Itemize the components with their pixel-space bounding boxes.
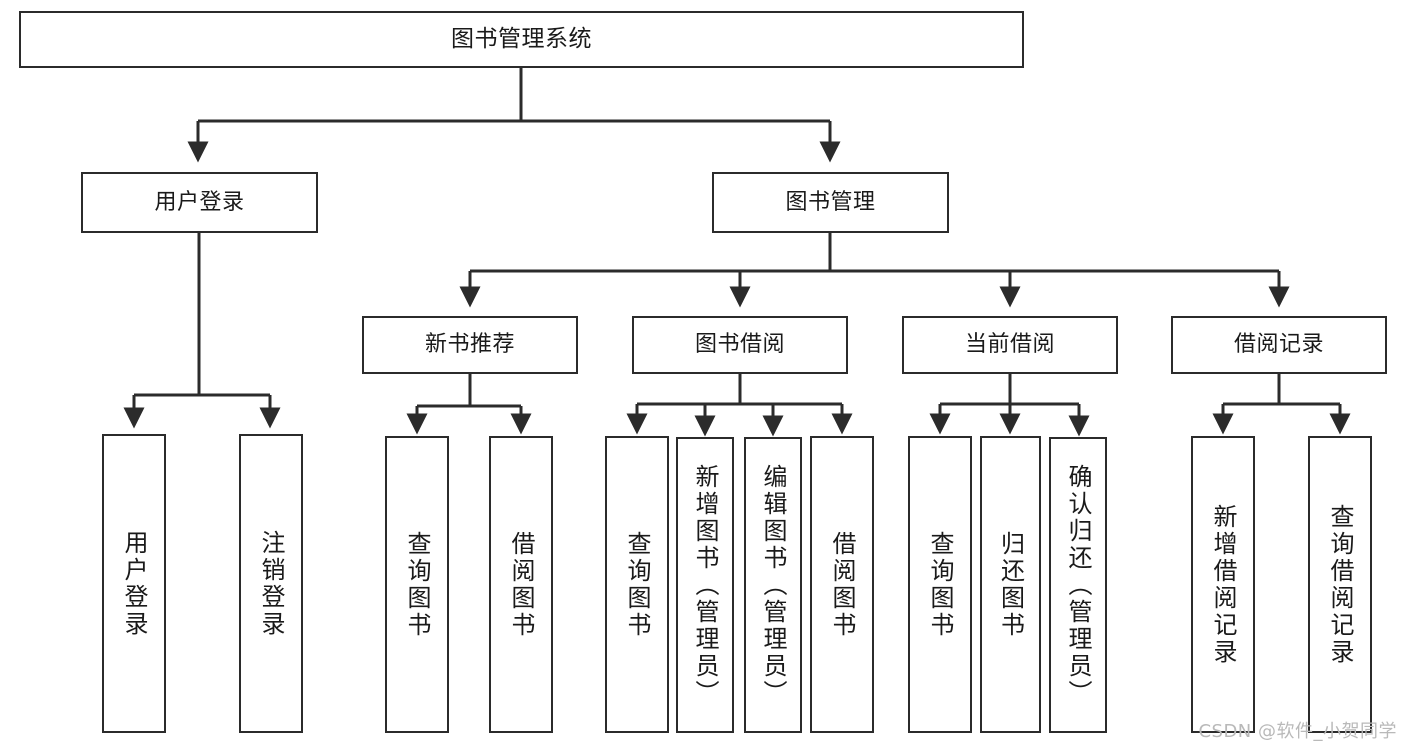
node-label: 编辑图书（管理员）: [759, 463, 787, 707]
node-borrow-record[interactable]: 借阅记录: [1171, 316, 1387, 374]
node-label: 新书推荐: [424, 332, 515, 358]
leaf-book-borrow-borrow[interactable]: 借阅图书: [810, 436, 874, 733]
leaf-user-login-login[interactable]: 用户登录: [102, 434, 166, 733]
node-label: 借阅记录: [1233, 332, 1324, 358]
node-label: 借阅图书: [507, 530, 535, 639]
node-book-borrow[interactable]: 图书借阅: [632, 316, 848, 374]
leaf-user-login-logout[interactable]: 注销登录: [239, 434, 303, 733]
node-label: 归还图书: [996, 530, 1025, 639]
leaf-book-borrow-edit-admin[interactable]: 编辑图书（管理员）: [744, 437, 802, 733]
node-label: 当前借阅: [964, 332, 1055, 358]
node-label: 查询图书: [623, 530, 651, 639]
leaf-current-borrow-confirm-admin[interactable]: 确认归还（管理员）: [1049, 437, 1107, 733]
node-current-borrow[interactable]: 当前借阅: [902, 316, 1118, 374]
node-label: 查询图书: [403, 530, 431, 639]
node-label: 图书借阅: [694, 332, 785, 358]
node-label: 确认归还（管理员）: [1064, 463, 1092, 707]
node-label: 图书管理系统: [451, 25, 592, 52]
watermark: CSDN @软件_小贺同学: [1198, 721, 1397, 742]
node-label: 新增图书（管理员）: [691, 463, 719, 707]
node-label: 用户登录: [154, 189, 245, 215]
node-user-login[interactable]: 用户登录: [81, 172, 318, 233]
node-root-system[interactable]: 图书管理系统: [19, 11, 1024, 68]
leaf-borrow-record-add[interactable]: 新增借阅记录: [1191, 436, 1255, 733]
leaf-new-book-query[interactable]: 查询图书: [385, 436, 449, 733]
node-label: 用户登录: [120, 529, 148, 638]
node-new-book-recommend[interactable]: 新书推荐: [362, 316, 578, 374]
node-label: 新增借阅记录: [1209, 503, 1237, 666]
leaf-book-borrow-add-admin[interactable]: 新增图书（管理员）: [676, 437, 734, 733]
leaf-new-book-borrow[interactable]: 借阅图书: [489, 436, 553, 733]
node-label: 查询图书: [926, 530, 954, 639]
leaf-current-borrow-query[interactable]: 查询图书: [908, 436, 972, 733]
leaf-current-borrow-return[interactable]: 归还图书: [980, 436, 1041, 733]
leaf-book-borrow-query[interactable]: 查询图书: [605, 436, 669, 733]
node-label: 注销登录: [257, 529, 285, 638]
leaf-borrow-record-query[interactable]: 查询借阅记录: [1308, 436, 1372, 733]
node-label: 查询借阅记录: [1326, 503, 1354, 666]
node-book-management[interactable]: 图书管理: [712, 172, 949, 233]
node-label: 借阅图书: [828, 530, 856, 639]
node-label: 图书管理: [785, 189, 876, 215]
